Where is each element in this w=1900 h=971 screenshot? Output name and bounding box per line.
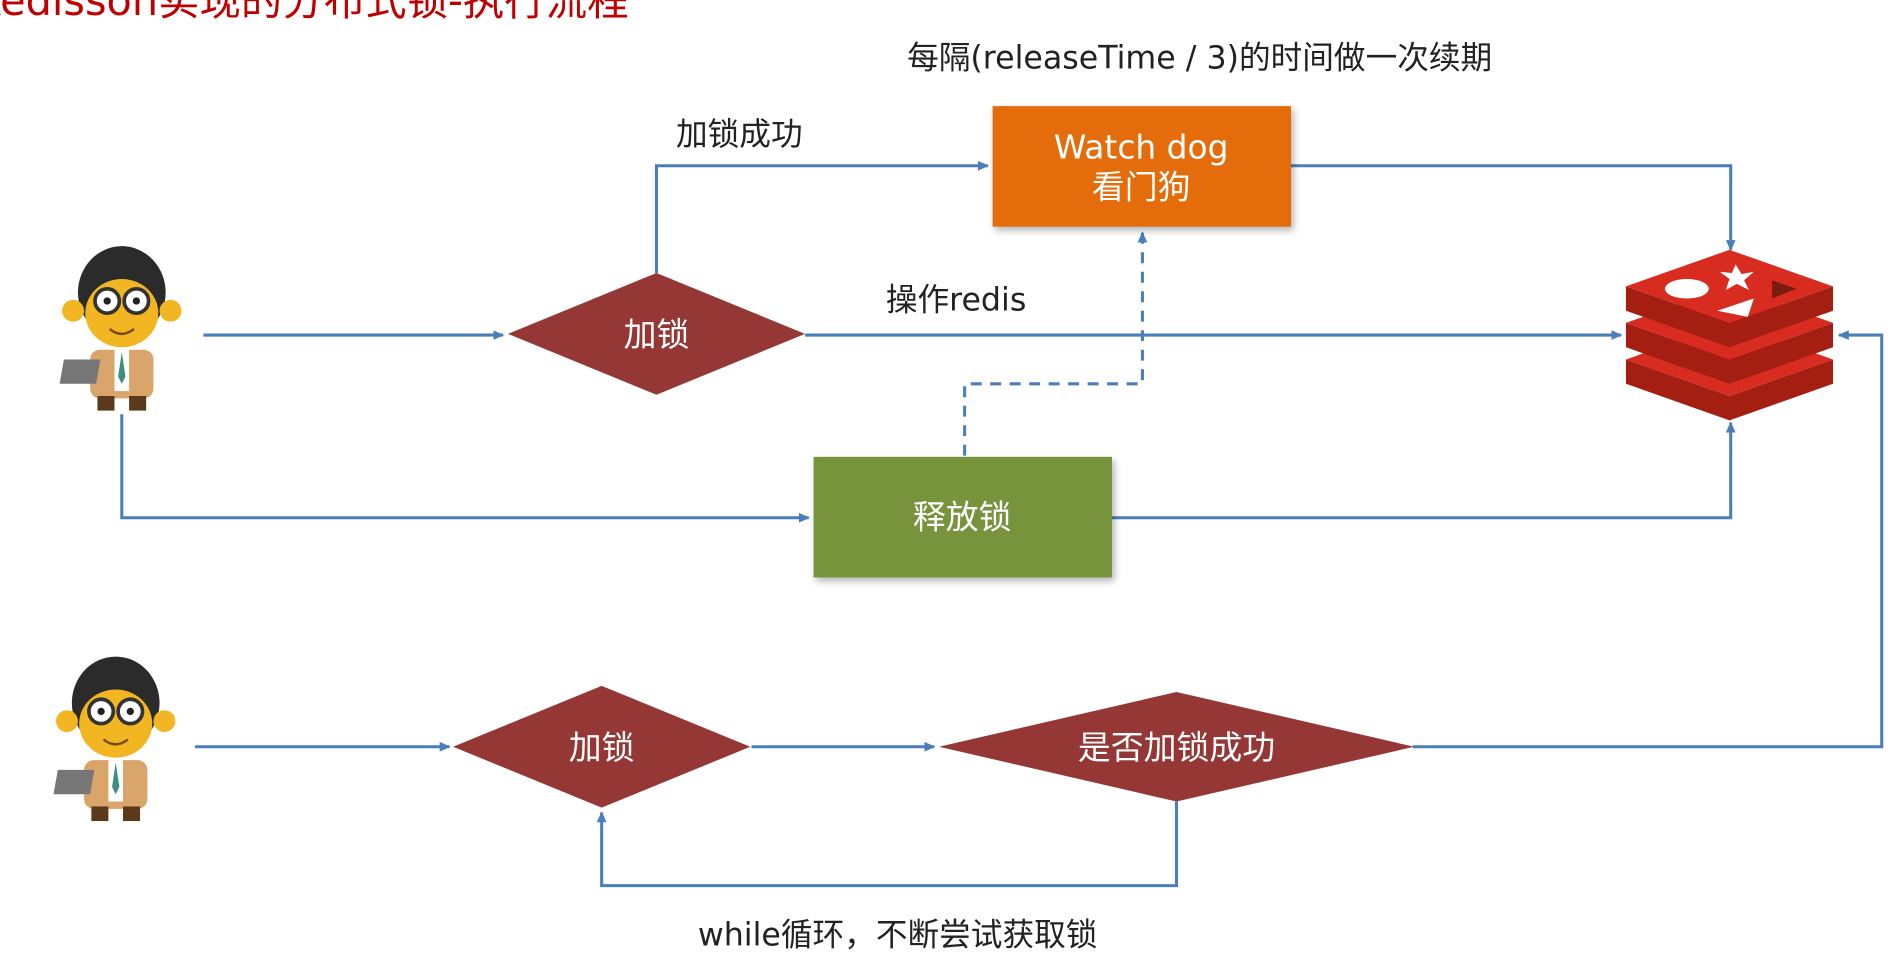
watchdog-box: Watch dog 看门狗 <box>992 106 1292 227</box>
page-title: Redisson实现的分布式锁-执行流程 <box>0 0 629 25</box>
redis-logo-icon <box>1625 249 1834 421</box>
operate-redis-label: 操作redis <box>886 283 1027 319</box>
client-avatar-1 <box>57 244 184 413</box>
release-label: 释放锁 <box>913 498 1012 537</box>
lock-diamond-2: 加锁 <box>453 685 751 808</box>
arrow-client1-to-release <box>120 414 810 523</box>
renewal-note: 每隔(releaseTime / 3)的时间做一次续期 <box>907 40 1492 76</box>
release-box: 释放锁 <box>813 456 1112 578</box>
connectors <box>120 160 1884 888</box>
arrow-watchdog-to-redis <box>1291 164 1736 252</box>
arrow-while-loop <box>596 801 1179 888</box>
arrow-release-to-redis <box>1111 421 1736 520</box>
watchdog-label: Watch dog <box>1054 127 1229 166</box>
lock-success-label: 加锁成功 <box>676 117 803 153</box>
while-loop-label: while循环，不断尝试获取锁 <box>698 917 1098 953</box>
lock-diamond-1: 加锁 <box>507 272 806 395</box>
arrow-check-to-redis <box>1412 330 1884 749</box>
lock-check-diamond: 是否加锁成功 <box>939 691 1415 802</box>
lock-label-2: 加锁 <box>569 728 635 767</box>
lock-label-1: 加锁 <box>624 315 690 354</box>
lock-check-label: 是否加锁成功 <box>1078 728 1275 767</box>
arrow-lock-to-watchdog <box>654 160 989 273</box>
watchdog-label-cn: 看门狗 <box>1092 168 1191 207</box>
client-avatar-2 <box>51 654 178 823</box>
dashed-release-to-watchdog <box>963 231 1148 456</box>
